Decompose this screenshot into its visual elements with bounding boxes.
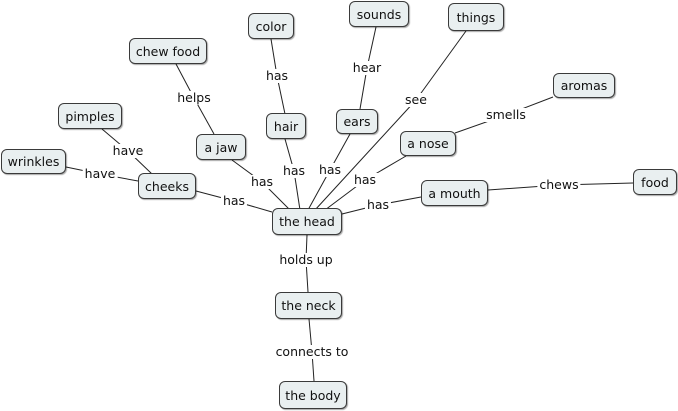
node-things[interactable]: things (448, 3, 504, 31)
link-label-connects-to: connects to (273, 344, 351, 359)
link-label-has: has (280, 163, 308, 178)
node-label: chew food (135, 43, 201, 59)
node-food[interactable]: food (633, 169, 677, 195)
node-label: ears (343, 114, 371, 129)
node-cheeks[interactable]: cheeks (138, 173, 196, 199)
node-label: color (255, 18, 287, 34)
node-the-head[interactable]: the head (272, 208, 342, 235)
line-head-see (314, 99, 417, 211)
node-label: things (456, 9, 496, 25)
node-label: a jaw (204, 139, 238, 155)
link-label-have: have (110, 143, 146, 158)
node-label: wrinkles (7, 154, 60, 169)
node-the-body[interactable]: the body (279, 381, 347, 409)
link-label-has: has (364, 197, 392, 212)
link-label-has: has (351, 172, 379, 187)
link-label-smells: smells (484, 107, 528, 122)
link-label-has: has (248, 174, 276, 189)
node-label: food (641, 174, 669, 190)
node-color[interactable]: color (248, 13, 294, 39)
link-label-has: has (263, 68, 291, 83)
node-label: aromas (560, 78, 608, 93)
node-label: sounds (356, 6, 402, 22)
node-the-neck[interactable]: the neck (275, 292, 342, 319)
link-label-have: have (82, 166, 118, 181)
node-a-nose[interactable]: a nose (400, 131, 456, 156)
node-label: pimples (65, 108, 115, 124)
link-label-hear: hear (350, 60, 384, 75)
node-chew-food[interactable]: chew food (129, 38, 207, 64)
node-hair[interactable]: hair (266, 113, 306, 139)
link-label-chews: chews (537, 177, 581, 192)
node-label: the head (279, 214, 335, 229)
link-label-has: has (220, 193, 248, 208)
link-label-holds-up: holds up (277, 252, 335, 267)
node-pimples[interactable]: pimples (58, 103, 122, 129)
node-label: hair (273, 118, 299, 134)
node-ears[interactable]: ears (336, 109, 378, 134)
node-label: a mouth (428, 185, 481, 201)
node-aromas[interactable]: aromas (553, 73, 615, 98)
node-a-mouth[interactable]: a mouth (421, 180, 488, 206)
line-see-things (415, 30, 467, 101)
node-wrinkles[interactable]: wrinkles (1, 149, 66, 174)
node-label: cheeks (145, 178, 189, 194)
node-label: the body (285, 387, 341, 403)
link-label-has: has (316, 162, 344, 177)
node-a-jaw[interactable]: a jaw (196, 134, 246, 160)
node-label: the neck (281, 298, 336, 313)
node-sounds[interactable]: sounds (349, 1, 409, 27)
link-label-helps: helps (175, 90, 213, 105)
link-label-see: see (403, 92, 429, 107)
node-label: a nose (407, 136, 449, 151)
